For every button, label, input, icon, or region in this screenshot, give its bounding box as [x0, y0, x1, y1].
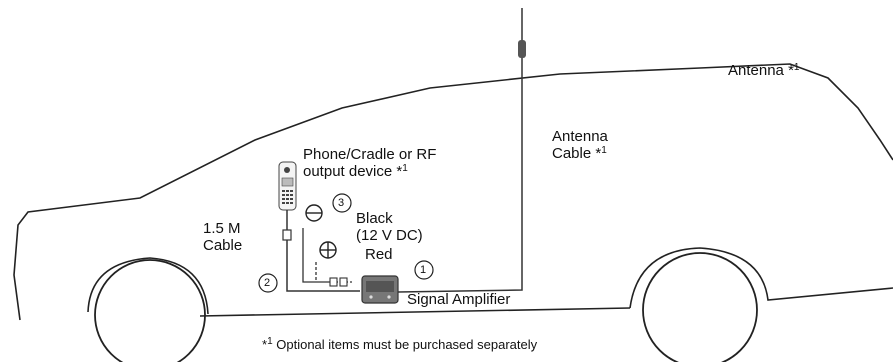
callout-2-label: 2: [264, 277, 271, 289]
antenna-cable-label: Antenna Cable *1: [552, 128, 608, 162]
rear-wheel-arch: [87, 257, 209, 315]
callout-3-label: 3: [338, 197, 345, 209]
callout-1-circle: [414, 260, 434, 280]
cable-label: 1.5 M Cable: [203, 220, 242, 254]
power-connector-a: [329, 277, 338, 287]
black-lead-label: Black (12 V DC): [356, 210, 423, 244]
callout-2-circle: [258, 273, 278, 293]
antenna-base: [518, 40, 526, 58]
phone-screen: [281, 177, 294, 187]
callout-3-circle: [332, 193, 352, 213]
phone-cable: [286, 210, 360, 292]
cable-label-line1: 1.5 M: [203, 220, 241, 237]
cable-label-line2: Cable: [203, 237, 243, 254]
red-lead-label: Red: [365, 246, 393, 263]
antenna-cable-footnote-sup: 1: [601, 145, 607, 156]
phone-footnote-marker: *: [396, 163, 403, 180]
phone-label-line1: Phone/Cradle or RF: [303, 146, 437, 163]
antenna-footnote-sup: 1: [793, 62, 800, 73]
phone-footnote-sup: 1: [402, 163, 408, 174]
footnote-number: 1: [267, 336, 273, 347]
car-body-outline: [13, 63, 893, 321]
signal-amplifier-face: [366, 281, 394, 292]
antenna-label: Antenna *1: [728, 62, 800, 79]
front-wheel: [642, 252, 758, 362]
black-lead-label-line2: (12 V DC): [356, 227, 423, 244]
footnote: *1 Optional items must be purchased sepa…: [262, 336, 537, 353]
front-wheel-arch: [629, 247, 893, 309]
phone-keypad: [282, 190, 293, 204]
rear-wheel: [94, 259, 206, 362]
phone-speaker: [284, 167, 290, 173]
phone-label: Phone/Cradle or RF output device *1: [303, 146, 436, 180]
antenna-cable-footnote-marker: *: [595, 145, 602, 162]
footnote-text: Optional items must be purchased separat…: [276, 337, 538, 352]
black-lead: [302, 228, 330, 283]
cable-connector: [282, 229, 292, 241]
black-lead-label-line1: Black: [356, 210, 393, 227]
power-connector-b: [339, 277, 348, 287]
phone-label-line2: output device: [303, 163, 393, 180]
antenna-cable-label-line1: Antenna: [552, 128, 608, 145]
footnote-marker: *: [262, 337, 268, 352]
antenna-cable-label-line2: Cable: [552, 145, 592, 162]
antenna-cable: [397, 72, 523, 293]
callout-1-label: 1: [420, 264, 427, 276]
car-bottom-line: [199, 307, 631, 317]
amplifier-label: Signal Amplifier: [407, 291, 511, 308]
antenna-footnote-marker: *: [788, 62, 794, 79]
